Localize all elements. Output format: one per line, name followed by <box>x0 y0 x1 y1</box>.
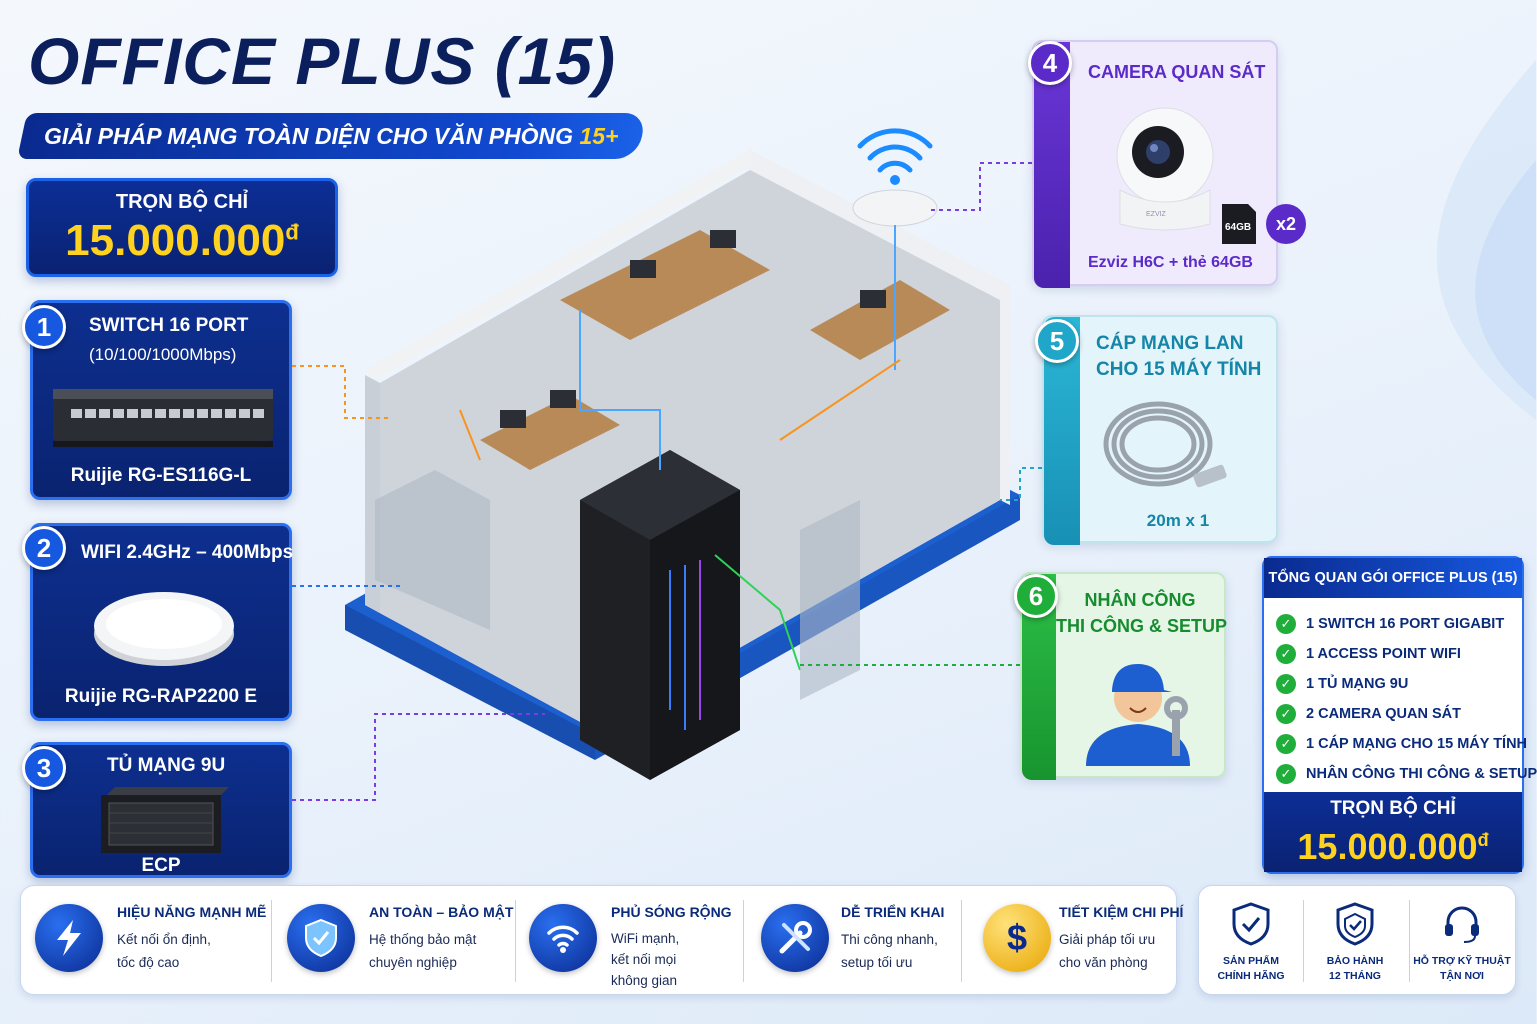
item-title-line2: CHO 15 MÁY TÍNH <box>1096 359 1262 380</box>
camera-image: EZVIZ <box>1116 107 1214 231</box>
check-icon: ✓ <box>1276 644 1296 664</box>
price-label: TRỌN BỘ CHỈ <box>115 191 249 213</box>
benefit-coverage: PHỦ SÓNG RỘNG WiFi mạnh, kết nối mọi khô… <box>529 886 759 996</box>
sd-card-image: 64GB <box>1222 204 1256 244</box>
check-icon: ✓ <box>1276 764 1296 784</box>
item-number-6: 6 <box>1014 574 1058 618</box>
item-title-line2: THI CÔNG & SETUP <box>1056 616 1228 636</box>
headset-icon <box>1445 906 1479 943</box>
svg-text:EZVIZ: EZVIZ <box>1146 211 1167 218</box>
shield-check-icon <box>1232 902 1270 946</box>
item-number-4: 4 <box>1028 41 1072 85</box>
summary-item: ✓1 ACCESS POINT WIFI <box>1276 644 1522 664</box>
summary-title: TỔNG QUAN GÓI OFFICE PLUS (15) <box>1264 558 1522 598</box>
item-name: Ezviz H6C + thẻ 64GB <box>1088 254 1253 271</box>
benefit-title: TIẾT KIỆM CHI PHÍ <box>1059 904 1184 920</box>
benefit-title: PHỦ SÓNG RỘNG <box>611 904 732 920</box>
item-name: 20m x 1 <box>1146 511 1210 530</box>
item-card-camera: CAMERA QUAN SÁT EZVIZ 64GB x2 Ezviz H6C … <box>1032 40 1306 288</box>
item-name: Ruijie RG-ES116G-L <box>70 465 252 486</box>
benefit-savings: $ TIẾT KIỆM CHI PHÍ Giải pháp tối ưu cho… <box>983 886 1183 996</box>
background-swoosh <box>1436 60 1536 420</box>
switch-image <box>53 389 273 447</box>
quantity-badge: x2 <box>1266 204 1306 244</box>
price-value: 15.000.000đ <box>65 216 299 265</box>
item-subtitle: (10/100/1000Mbps) <box>89 345 237 364</box>
summary-item: ✓NHÂN CÔNG THI CÔNG & SETUP <box>1276 764 1537 784</box>
price-box: TRỌN BỘ CHỈ 15.000.000đ <box>26 178 338 277</box>
rack-image <box>101 787 229 853</box>
item-number-1: 1 <box>22 305 66 349</box>
summary-panel: TỔNG QUAN GÓI OFFICE PLUS (15) ✓1 SWITCH… <box>1262 556 1537 874</box>
item-title: CAMERA QUAN SÁT <box>1088 62 1266 82</box>
summary-price-label: TRỌN BỘ CHỈ <box>1330 798 1456 819</box>
summary-item: ✓1 SWITCH 16 PORT GIGABIT <box>1276 614 1522 634</box>
page-title: OFFICE PLUS (15) <box>28 24 617 98</box>
benefit-desc: Giải pháp tối ưu cho văn phòng <box>1059 932 1156 970</box>
technician-image <box>1086 664 1190 766</box>
assurance-genuine: SẢN PHẨM CHÍNH HÃNG <box>1201 886 1301 996</box>
benefit-title: AN TOÀN – BẢO MẬT <box>369 904 514 920</box>
access-point-image <box>94 592 234 666</box>
item-number-5: 5 <box>1035 319 1079 363</box>
dollar-icon: $ <box>983 904 1051 972</box>
benefit-security: AN TOÀN – BẢO MẬT Hệ thống bảo mật chuyê… <box>287 886 517 996</box>
item-title-line1: NHÂN CÔNG <box>1084 590 1196 610</box>
office-illustration <box>345 128 1020 780</box>
item-number-2: 2 <box>22 526 66 570</box>
tools-icon <box>761 904 829 972</box>
check-icon: ✓ <box>1276 674 1296 694</box>
summary-price-value: 15.000.000đ <box>1297 826 1489 867</box>
item-name: Ruijie RG-RAP2200 E <box>64 686 258 707</box>
benefit-desc: Thi công nhanh, setup tối ưu <box>841 932 938 970</box>
shield-icon <box>287 904 355 972</box>
lightning-icon <box>35 904 103 972</box>
check-icon: ✓ <box>1276 704 1296 724</box>
item-number-3: 3 <box>22 746 66 790</box>
item-title: SWITCH 16 PORT <box>89 315 249 336</box>
item-card-switch: SWITCH 16 PORT (10/100/1000Mbps) Ruijie … <box>30 300 292 500</box>
summary-price: TRỌN BỘ CHỈ 15.000.000đ <box>1264 792 1522 872</box>
check-icon: ✓ <box>1276 614 1296 634</box>
benefits-bar: HIỆU NĂNG MẠNH MẼ Kết nối ổn định, tốc đ… <box>20 885 1183 996</box>
item-title-line1: CÁP MẠNG LAN <box>1096 333 1244 354</box>
summary-list: ✓1 SWITCH 16 PORT GIGABIT ✓1 ACCESS POIN… <box>1264 598 1537 784</box>
summary-item: ✓1 CÁP MẠNG CHO 15 MÁY TÍNH <box>1276 734 1527 754</box>
cable-image <box>1103 401 1227 488</box>
svg-text:64GB: 64GB <box>1225 222 1251 233</box>
assurance-bar: SẢN PHẨM CHÍNH HÃNG BẢO HÀNH 12 THÁNG HỖ… <box>1198 885 1516 995</box>
warranty-shield-icon <box>1336 902 1374 946</box>
wifi-icon <box>529 904 597 972</box>
assurance-warranty: BẢO HÀNH 12 THÁNG <box>1305 886 1405 996</box>
summary-item: ✓1 TỦ MẠNG 9U <box>1276 674 1522 694</box>
check-icon: ✓ <box>1276 734 1296 754</box>
item-card-wifi: WIFI 2.4GHz – 400Mbps Ruijie RG-RAP2200 … <box>30 523 294 721</box>
benefit-title: HIỆU NĂNG MẠNH MẼ <box>117 904 267 920</box>
benefit-title: DỄ TRIỂN KHAI <box>841 904 945 920</box>
benefit-deployment: DỄ TRIỂN KHAI Thi công nhanh, setup tối … <box>761 886 981 996</box>
benefit-desc: Hệ thống bảo mật chuyên nghiệp <box>369 932 477 970</box>
item-title: WIFI 2.4GHz – 400Mbps <box>81 542 294 563</box>
assurance-support: HỖ TRỢ KỸ THUẬT TẬN NƠI <box>1407 886 1517 996</box>
item-title: TỦ MẠNG 9U <box>107 755 226 776</box>
item-card-rack: TỦ MẠNG 9U ECP <box>30 742 292 878</box>
benefit-desc: WiFi mạnh, kết nối mọi không gian <box>611 931 680 988</box>
item-name: ECP <box>141 855 181 876</box>
summary-item: ✓2 CAMERA QUAN SÁT <box>1276 704 1522 724</box>
benefit-performance: HIỆU NĂNG MẠNH MẼ Kết nối ổn định, tốc đ… <box>35 886 275 996</box>
benefit-desc: Kết nối ổn định, tốc độ cao <box>117 932 211 970</box>
